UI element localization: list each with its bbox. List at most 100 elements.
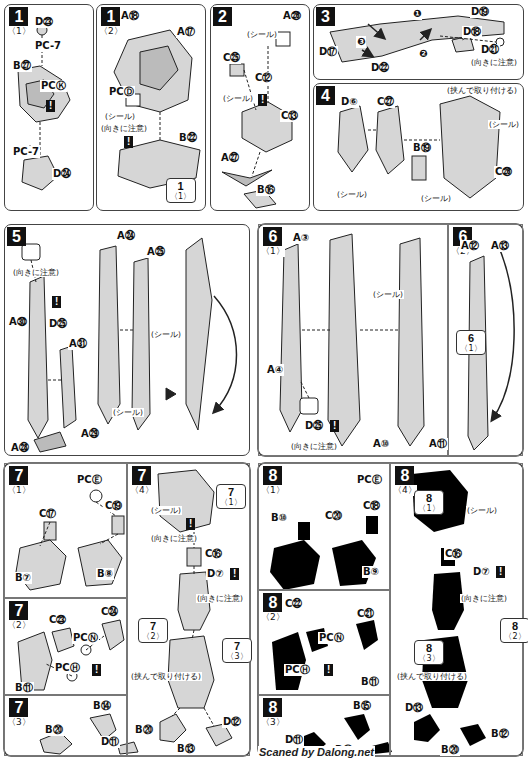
- part-label: A④: [266, 364, 284, 376]
- part-drawing: [330, 16, 504, 62]
- part-drawing: [300, 380, 309, 398]
- part-label: A⑱: [120, 10, 140, 22]
- note-text: (向きに注意): [470, 58, 518, 67]
- substep-number: 〈4〉: [130, 485, 154, 496]
- part-label: B⑳: [134, 724, 154, 736]
- part-drawing: [28, 276, 48, 438]
- part-drawing: [160, 112, 161, 140]
- warning-mark: !: [258, 94, 267, 106]
- step-number: 1: [101, 7, 120, 26]
- part-drawing: [102, 620, 124, 650]
- part-label: A③: [292, 232, 310, 244]
- part-drawing: [300, 398, 318, 414]
- reference-substep: 〈2〉: [504, 632, 526, 641]
- reference-number: 8: [418, 492, 440, 504]
- part-label: B⑬: [176, 743, 196, 755]
- part-label: C⑱: [362, 500, 381, 512]
- part-label: C⑰: [38, 508, 57, 520]
- part-label: C⑯: [444, 548, 463, 560]
- step-number: 2: [213, 7, 232, 26]
- reference-box: 8〈1〉: [414, 490, 444, 515]
- step-number: 3: [316, 7, 335, 26]
- part-label: B⑩: [270, 512, 288, 524]
- part-drawing: [98, 246, 120, 424]
- part-label: C⑳: [324, 510, 343, 522]
- part-drawing: [338, 106, 368, 172]
- reference-substep: 〈3〉: [226, 652, 248, 661]
- warning-mark: !: [330, 420, 339, 432]
- step-number: 8: [263, 698, 282, 717]
- substep-number: 〈1〉: [261, 246, 285, 257]
- substep-number: 〈3〉: [7, 717, 31, 728]
- part-label: A㉘: [10, 442, 30, 454]
- step-number: 8: [263, 466, 282, 485]
- part-label: C㉓: [48, 614, 67, 626]
- part-drawing: [492, 250, 514, 420]
- part-drawing: [78, 540, 122, 586]
- reference-number: 7: [220, 486, 242, 498]
- part-label: ❶: [412, 8, 422, 20]
- reference-box: 1〈1〉: [166, 178, 196, 203]
- part-label: A⑪: [428, 438, 448, 450]
- reference-box: 6〈1〉: [456, 330, 486, 355]
- note-text: (向きに注意): [460, 594, 508, 603]
- part-drawing: [16, 470, 232, 754]
- part-drawing: [4, 224, 523, 756]
- step-header: 2: [213, 7, 232, 26]
- step-number: 6: [263, 227, 282, 246]
- part-drawing: [31, 34, 496, 726]
- note-text: (向きに注意): [12, 268, 60, 277]
- reference-substep: 〈1〉: [460, 344, 482, 353]
- step-header: 8〈2〉: [261, 593, 285, 623]
- note-text: (シール): [150, 506, 182, 515]
- reference-number: 7: [142, 620, 164, 632]
- note-text: (シール): [420, 194, 452, 203]
- note-text: (シール): [372, 290, 404, 299]
- part-label: D㉒: [370, 62, 390, 74]
- part-label: B⑳: [440, 744, 460, 756]
- part-drawing: [100, 534, 118, 544]
- part-label: B⑭: [92, 700, 112, 712]
- part-label: PCⒽ: [54, 662, 81, 674]
- part-drawing: [60, 346, 76, 428]
- part-drawing: [412, 156, 426, 180]
- step-header: 6〈1〉: [261, 227, 285, 257]
- reference-substep: 〈1〉: [220, 498, 242, 507]
- part-drawing: [376, 106, 404, 174]
- warning-mark: !: [496, 566, 505, 578]
- step-panel: 5: [4, 224, 250, 456]
- part-drawing: [140, 46, 178, 90]
- part-label: B㉗: [12, 60, 32, 72]
- substep-number: 〈1〉: [261, 485, 285, 496]
- reference-substep: 〈1〉: [418, 504, 440, 513]
- part-label: B⑧: [96, 568, 114, 580]
- part-label: PCⓃ: [318, 632, 345, 644]
- warning-mark: !: [92, 664, 101, 676]
- part-label: PCⓀ: [40, 80, 67, 92]
- part-drawing: [258, 224, 523, 456]
- reference-number: 8: [418, 642, 440, 654]
- part-label: D⑪: [284, 734, 304, 746]
- part-drawing: [112, 516, 124, 534]
- substep-number: 〈3〉: [261, 717, 285, 728]
- part-drawing: [16, 16, 504, 754]
- part-label: D㉓: [34, 16, 54, 28]
- part-label: PCⒺ: [76, 474, 103, 486]
- part-drawing: [186, 238, 212, 430]
- part-label: ❷: [418, 48, 428, 60]
- note-text: (シール): [336, 190, 368, 199]
- part-drawing: [192, 630, 194, 640]
- part-drawing: [166, 388, 176, 400]
- part-drawing: [440, 96, 500, 198]
- step-panel: 7〈4〉7〈1〉7〈2〉7〈3〉: [127, 463, 250, 756]
- part-label: B⑪: [360, 676, 380, 688]
- part-label: ❸: [356, 36, 366, 48]
- part-label: A㉛: [68, 338, 88, 350]
- part-label: B㉒: [178, 132, 198, 144]
- note-text: (シール): [466, 506, 498, 515]
- part-label: D㉔: [52, 168, 72, 180]
- step-number: 7: [9, 698, 28, 717]
- note-text: (向きに注意): [196, 594, 244, 603]
